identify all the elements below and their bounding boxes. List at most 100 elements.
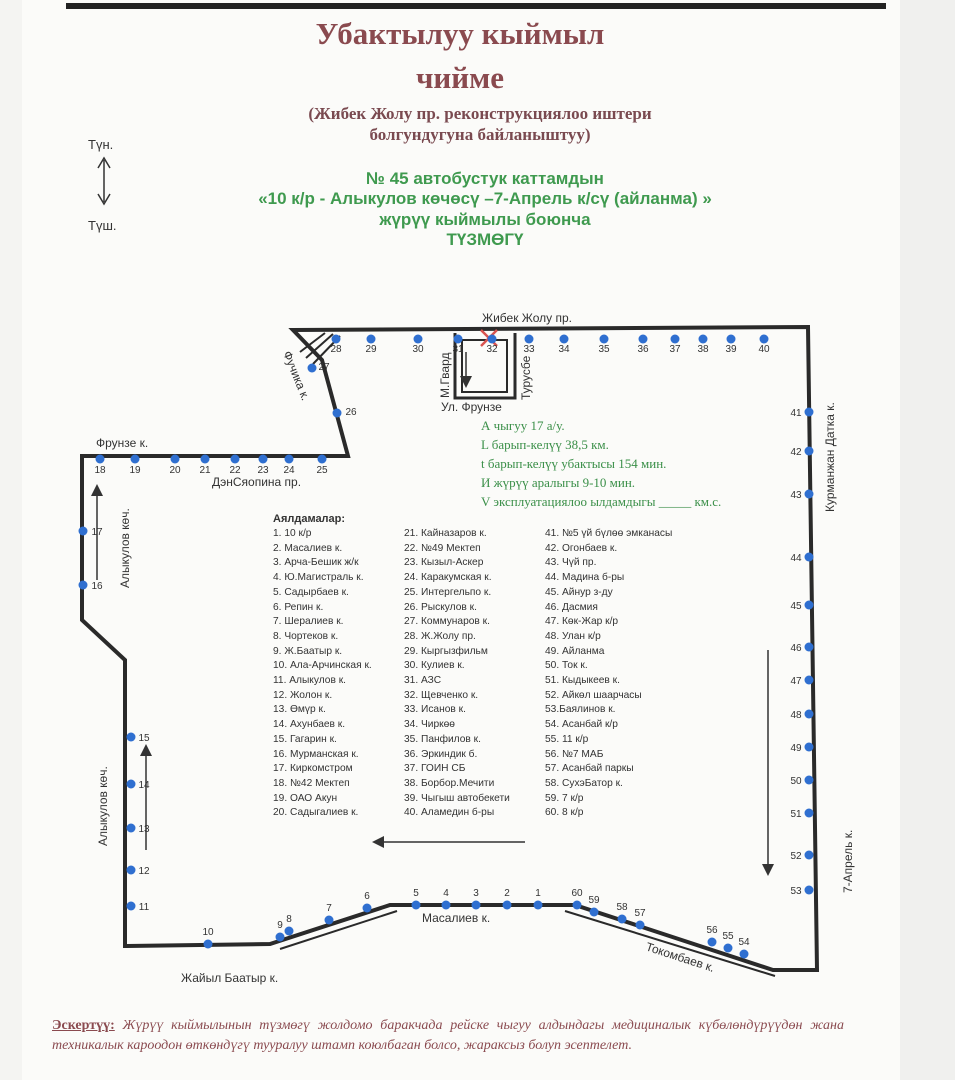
subtitle-line-1: (Жибек Жолу пр. реконструкциялоо иштери xyxy=(308,104,652,123)
top-border-line xyxy=(66,3,886,9)
stop-marker xyxy=(804,407,814,417)
stop-list-item: 18. №42 Мектеп xyxy=(273,777,350,789)
stop-number: 33 xyxy=(523,344,535,355)
stop-marker xyxy=(698,334,708,344)
stop-marker xyxy=(126,901,136,911)
stop-number: 32 xyxy=(486,344,498,355)
stop-list-item: 11. Алыкулов к. xyxy=(273,675,346,687)
stop-number: 20 xyxy=(169,465,181,476)
stop-marker xyxy=(126,865,136,875)
stat-line: V эксплуатациялоо ылдамдыгы _____ км.с. xyxy=(481,494,722,509)
stop-list-item: 57. Асанбай паркы xyxy=(545,763,634,775)
stop-list-item: 38. Борбор.Мечити xyxy=(404,777,495,789)
stop-number: 15 xyxy=(138,733,150,744)
stop-number: 14 xyxy=(138,780,150,791)
stop-marker xyxy=(203,939,213,949)
stop-list-item: 8. Чортеков к. xyxy=(273,630,339,642)
stop-number: 9 xyxy=(277,920,283,931)
stop-number: 5 xyxy=(413,888,419,899)
stop-marker xyxy=(804,446,814,456)
stop-list-item: 5. Садырбаев к. xyxy=(273,586,349,598)
stop-marker xyxy=(804,489,814,499)
stop-list-item: 54. Асанбай к/р xyxy=(545,719,618,731)
stop-marker xyxy=(739,949,749,959)
subtitle-line-2: болгундугуна байланыштуу) xyxy=(369,125,591,144)
stop-number: 53 xyxy=(790,886,802,897)
stop-list-item: 37. ГОИН СБ xyxy=(404,763,466,775)
stop-number: 35 xyxy=(598,344,610,355)
stop-list-item: 2. Масалиев к. xyxy=(273,542,343,554)
stop-marker xyxy=(723,943,733,953)
stop-marker xyxy=(284,454,294,464)
route-line xyxy=(80,324,820,972)
stop-number: 55 xyxy=(722,931,734,942)
route-heading-2: «10 к/р - Алыкулов көчөсү –7-Апрель к/сү… xyxy=(258,189,712,208)
stop-number: 49 xyxy=(790,743,802,754)
stop-list-item: 10. Ала-Арчинская к. xyxy=(273,660,372,672)
stop-marker xyxy=(307,363,317,373)
stop-number: 37 xyxy=(669,344,681,355)
stop-marker xyxy=(317,454,327,464)
stop-marker xyxy=(804,808,814,818)
stat-line: t барып-келүү убактысы 154 мин. xyxy=(481,456,667,471)
street-mgvard: М.Гвард xyxy=(438,353,452,398)
stop-number: 2 xyxy=(504,888,510,899)
stop-list-item: 41. №5 үй бүлөө эмканасы xyxy=(545,528,673,539)
stop-list-item: 9. Ж.Баатыр к. xyxy=(273,645,343,657)
title-line-1: Убактылуу кыймыл xyxy=(315,16,605,51)
stop-list-item: 53.Баялинов к. xyxy=(545,704,616,716)
stops-title: Аялдамалар: xyxy=(273,513,346,525)
stop-marker xyxy=(638,334,648,344)
stop-number: 25 xyxy=(316,465,328,476)
stop-marker xyxy=(366,334,376,344)
stop-marker xyxy=(670,334,680,344)
stop-marker xyxy=(635,920,645,930)
stop-marker xyxy=(804,642,814,652)
stop-list-item: 25. Интергельпо к. xyxy=(404,586,492,598)
street-densyaopina: ДэнСяопина пр. xyxy=(212,475,301,489)
stop-number: 23 xyxy=(257,465,269,476)
street-zhibek: Жибек Жолу пр. xyxy=(482,311,572,325)
route-heading-3: жүрүү кыймылы боюнча xyxy=(379,210,591,229)
stop-list-item: 60. 8 к/р xyxy=(545,807,584,819)
stop-number: 3 xyxy=(473,888,479,899)
stop-list-item: 19. ОАО Акун xyxy=(273,792,338,804)
stop-marker xyxy=(726,334,736,344)
stop-list-item: 21. Кайназаров к. xyxy=(404,528,487,539)
stop-list-item: 34. Чиркөө xyxy=(404,719,455,731)
stop-list-item: 30. Кулиев к. xyxy=(404,660,465,672)
stop-marker xyxy=(413,334,423,344)
stop-number: 19 xyxy=(129,465,141,476)
stop-marker xyxy=(589,907,599,917)
stop-number: 24 xyxy=(283,465,295,476)
stop-number: 52 xyxy=(790,851,802,862)
stop-marker xyxy=(411,900,421,910)
stop-list-item: 6. Репин к. xyxy=(273,601,324,613)
stop-marker xyxy=(126,732,136,742)
stop-list-item: 44. Мадина б-ры xyxy=(545,572,625,584)
stop-marker xyxy=(707,937,717,947)
stop-number: 8 xyxy=(286,914,292,925)
stop-marker xyxy=(502,900,512,910)
stop-list-item: 51. Кыдыкеев к. xyxy=(545,675,620,687)
stop-number: 4 xyxy=(443,888,449,899)
stop-marker xyxy=(524,334,534,344)
stop-list-item: 29. Кыргызфильм xyxy=(404,645,488,657)
stop-number: 26 xyxy=(345,407,357,418)
stop-list-item: 56. №7 МАБ xyxy=(545,748,604,760)
stop-marker xyxy=(599,334,609,344)
stop-number: 57 xyxy=(634,908,646,919)
stop-number: 27 xyxy=(318,362,330,373)
stop-list-item: 17. Киркомстром xyxy=(273,763,353,775)
stop-list-item: 26. Рыскулов к. xyxy=(404,601,477,613)
stop-number: 12 xyxy=(138,866,150,877)
stop-marker xyxy=(759,334,769,344)
stop-list-item: 3. Арча-Бешик ж/к xyxy=(273,557,359,569)
stop-list-item: 1. 10 к/р xyxy=(273,528,312,539)
stop-number: 21 xyxy=(199,465,211,476)
stop-marker xyxy=(258,454,268,464)
route-heading-4: ТҮЗМӨГҮ xyxy=(446,230,524,249)
street-alykulov-bottom: Алыкулов көч. xyxy=(96,766,110,846)
compass-north: Түн. xyxy=(88,137,114,152)
